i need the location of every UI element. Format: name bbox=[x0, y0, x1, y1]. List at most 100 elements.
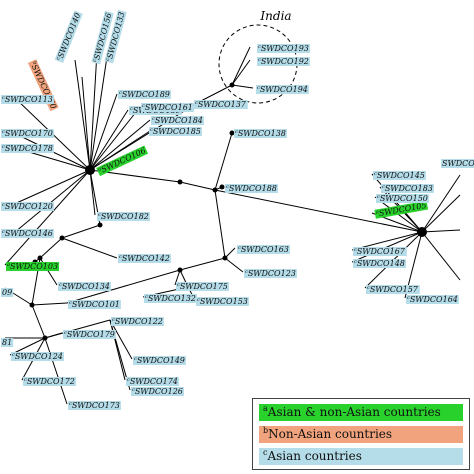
svg-text:81: 81 bbox=[2, 338, 12, 347]
median-vector-node bbox=[97, 222, 103, 228]
node-label-background bbox=[441, 159, 474, 168]
svg-text:cSWDCO150: cSWDCO150 bbox=[377, 194, 428, 203]
node-label-background bbox=[196, 297, 249, 306]
node-label-swdco142: cSWDCO142 bbox=[118, 254, 171, 263]
network-edge bbox=[231, 46, 251, 86]
svg-text:cSWDCO163: cSWDCO163 bbox=[238, 245, 289, 254]
node-label-swdco146: cSWDCO146 bbox=[1, 229, 54, 238]
network-edge bbox=[74, 59, 91, 171]
node-label-background bbox=[1, 338, 14, 347]
svg-text:cSWDCO164: cSWDCO164 bbox=[407, 295, 458, 304]
node-label-background bbox=[373, 171, 426, 180]
network-edge bbox=[231, 84, 254, 89]
node-label-swdco153: cSWDCO153 bbox=[196, 297, 249, 306]
node-label-swdco175: cSWDCO175 bbox=[176, 282, 229, 291]
median-vector-node bbox=[177, 179, 183, 185]
node-label-swdco164: cSWDCO164 bbox=[406, 295, 459, 304]
legend: aAsian & non-Asian countries bNon-Asian … bbox=[252, 398, 470, 470]
svg-text:cSWDCO137: cSWDCO137 bbox=[195, 100, 247, 109]
svg-text:cSWDCO184: cSWDCO184 bbox=[152, 116, 203, 125]
median-vector-node bbox=[229, 82, 235, 88]
svg-text:cSWDCO161: cSWDCO161 bbox=[142, 103, 193, 112]
node-label-swdco140: cSWDCO140 bbox=[54, 10, 83, 63]
svg-text:cSWDCO101: cSWDCO101 bbox=[69, 300, 120, 309]
node-label-background bbox=[104, 9, 127, 64]
network-edge bbox=[89, 49, 109, 171]
network-edge bbox=[61, 237, 118, 259]
node-label-background bbox=[353, 259, 406, 268]
node-label-swdco189: cSWDCO189 bbox=[118, 90, 171, 99]
node-label-swdco103: aSWDCO103 bbox=[6, 262, 60, 271]
legend-item-asian: cAsian countries bbox=[259, 448, 463, 465]
node-label-swdco192: cSWDCO192 bbox=[257, 57, 310, 66]
median-vector-node bbox=[59, 235, 65, 241]
median-vector-node bbox=[212, 187, 218, 193]
svg-text:cSWDCO113: cSWDCO113 bbox=[2, 95, 53, 104]
network-edge bbox=[214, 132, 233, 191]
svg-text:cSWDCO122: cSWDCO122 bbox=[112, 317, 163, 326]
network-edge bbox=[89, 51, 98, 171]
svg-text:09: 09 bbox=[2, 288, 12, 297]
network-edge bbox=[89, 109, 129, 171]
median-vector-node bbox=[222, 255, 228, 261]
svg-text:cSWDCO183: cSWDCO183 bbox=[382, 184, 433, 193]
node-label-swdco182: cSWDCO182 bbox=[97, 212, 150, 221]
india-cluster-title: India bbox=[259, 9, 291, 23]
network-edge bbox=[89, 106, 141, 171]
svg-text:cSWDCO153: cSWDCO153 bbox=[197, 297, 248, 306]
node-label-09: 09 bbox=[1, 288, 14, 297]
node-label-background bbox=[256, 85, 309, 94]
network-edge bbox=[89, 119, 151, 171]
node-label-background bbox=[194, 100, 248, 109]
network-edge bbox=[66, 269, 181, 304]
median-vector-node bbox=[219, 184, 225, 190]
svg-text:cSWDCO178: cSWDCO178 bbox=[2, 144, 53, 153]
svg-text:cSWDCO167: cSWDCO167 bbox=[354, 247, 406, 256]
node-label-background bbox=[68, 401, 121, 410]
svg-text:cSWDCO192: cSWDCO192 bbox=[258, 57, 309, 66]
node-label-background bbox=[366, 285, 420, 294]
svg-text:SWDCO12: SWDCO12 bbox=[442, 159, 474, 168]
svg-text:cSWDCO179: cSWDCO179 bbox=[64, 330, 115, 339]
node-label-swdco120: cSWDCO120 bbox=[1, 202, 54, 211]
svg-text:cSWDCO134: cSWDCO134 bbox=[59, 282, 110, 291]
network-edge bbox=[109, 319, 133, 360]
network-edge bbox=[231, 59, 251, 86]
svg-text:cSWDCO146: cSWDCO146 bbox=[2, 229, 53, 238]
node-label-background bbox=[1, 144, 54, 153]
node-label-background bbox=[176, 282, 229, 291]
node-label-background bbox=[234, 129, 287, 138]
svg-text:cSWDCO145: cSWDCO145 bbox=[374, 171, 425, 180]
node-label-swdco179: cSWDCO179 bbox=[63, 330, 116, 339]
node-label-background bbox=[244, 269, 297, 278]
node-label-background bbox=[11, 352, 64, 361]
node-label-background bbox=[257, 44, 310, 53]
node-label-background bbox=[237, 245, 290, 254]
node-label-swdco122: cSWDCO122 bbox=[111, 317, 164, 326]
network-edge bbox=[421, 194, 461, 233]
svg-text:aSWDCO103: aSWDCO103 bbox=[7, 262, 58, 271]
median-vector-node bbox=[29, 302, 35, 308]
network-edge bbox=[61, 224, 101, 239]
node-label-swdco161: cSWDCO161 bbox=[141, 103, 194, 112]
node-label-swdco188: cSWDCO188 bbox=[225, 184, 278, 193]
network-edge bbox=[31, 302, 68, 306]
node-label-swdco150: cSWDCO150 bbox=[376, 194, 429, 203]
node-label-background bbox=[111, 317, 164, 326]
node-label-background bbox=[1, 229, 54, 238]
node-label-background bbox=[144, 294, 197, 303]
network-edge bbox=[421, 229, 461, 233]
node-label-background bbox=[151, 116, 204, 125]
median-vector-node bbox=[37, 255, 43, 261]
svg-text:cSWDCO185: cSWDCO185 bbox=[150, 127, 201, 136]
node-label-swdco157: cSWDCO157 bbox=[366, 285, 420, 294]
node-label-swdco134: cSWDCO134 bbox=[58, 282, 111, 291]
network-edge bbox=[11, 169, 91, 206]
network-edge bbox=[179, 181, 216, 191]
median-vector-node bbox=[229, 130, 235, 136]
node-label-swdco184: cSWDCO184 bbox=[151, 116, 204, 125]
node-label-swdco12: SWDCO12 bbox=[441, 159, 474, 168]
svg-text:cSWDCO193: cSWDCO193 bbox=[258, 44, 309, 53]
svg-text:cSWDCO142: cSWDCO142 bbox=[119, 254, 170, 263]
